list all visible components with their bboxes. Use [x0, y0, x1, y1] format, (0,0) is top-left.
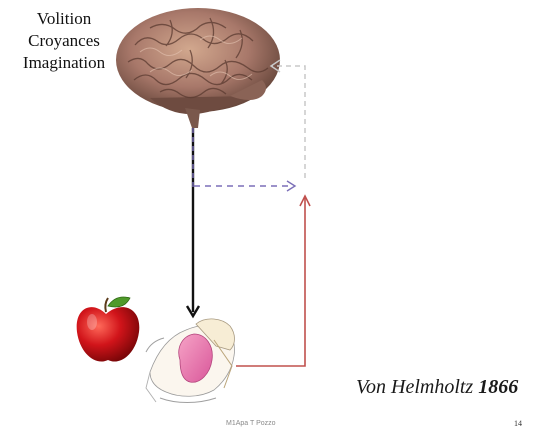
citation-year: 1866 [478, 376, 518, 398]
sensory-feedback-arrow [236, 196, 310, 366]
efference-copy-arrow [194, 181, 295, 191]
brain-icon [116, 8, 280, 128]
arm-muscle-icon [146, 319, 235, 403]
citation-author: Von Helmholtz [356, 376, 473, 398]
citation-caption: Von Helmholtz 1866 [356, 376, 518, 399]
motor-command-arrow [187, 128, 199, 316]
page-number: 14 [514, 419, 522, 428]
apple-icon [77, 297, 140, 362]
comparison-arrow [271, 60, 305, 178]
footer-text: M1Apa T Pozzo [226, 420, 276, 427]
